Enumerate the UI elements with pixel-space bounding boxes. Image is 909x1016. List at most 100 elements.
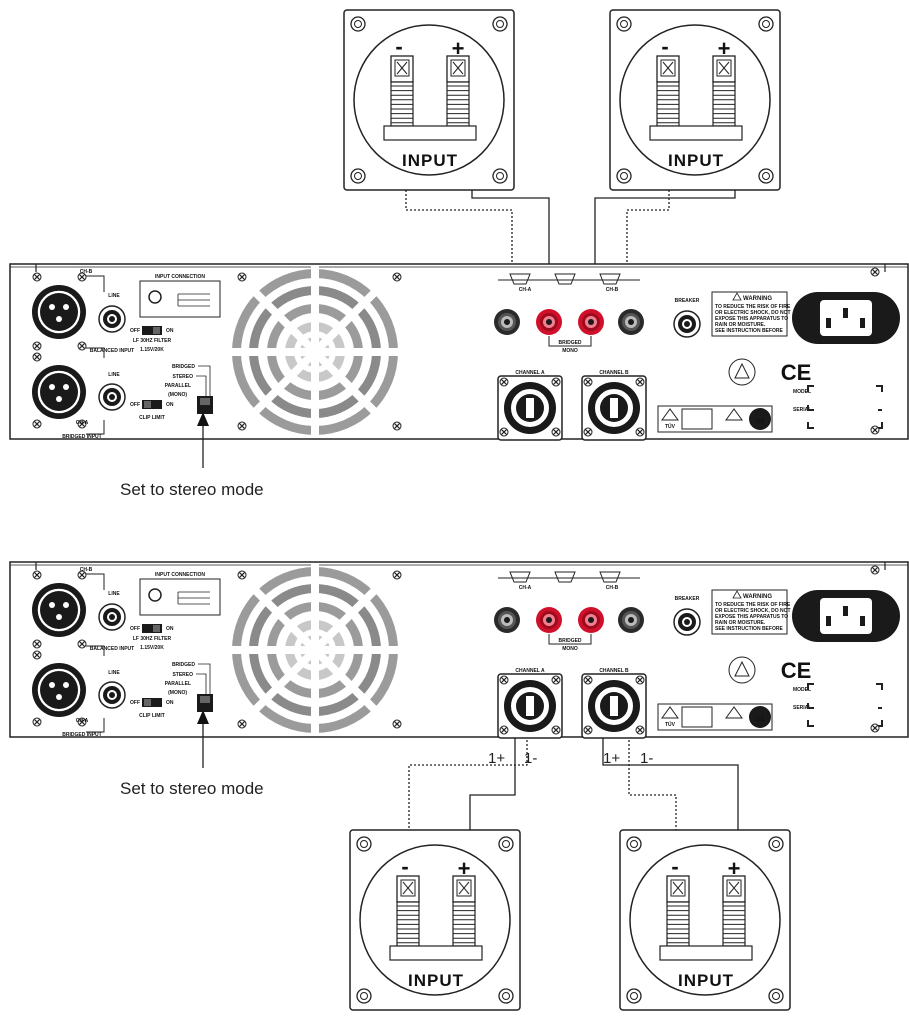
ce-mark: CE [781, 658, 812, 683]
clip-off-label: OFF [130, 402, 140, 408]
arrow-top-head-icon [197, 412, 209, 426]
screw-icon [237, 719, 247, 729]
terminal-plus-body [722, 901, 746, 947]
breaker-icon [673, 608, 701, 636]
screw-icon [635, 725, 645, 735]
speaker-minus-label: - [661, 34, 668, 59]
power-pin [826, 616, 831, 626]
speakers-layer: -+INPUT-+INPUT-+INPUT-+INPUT [343, 9, 791, 1011]
output-ch-b-label: CH-B [606, 287, 619, 293]
emc-badge-icon [681, 706, 713, 728]
terminal-plus-screw-cross [452, 61, 464, 75]
gs-label: GS [756, 717, 765, 723]
screw-icon [499, 427, 509, 437]
jack-line-ch-b-icon [98, 305, 126, 333]
mode-stereo-label: STEREO [172, 374, 193, 380]
clip-off-label: OFF [130, 700, 140, 706]
tuv-label: TÜV [665, 423, 676, 430]
power-pin [843, 606, 848, 616]
warning-text-line: SEE INSTRUCTION BEFORE [715, 626, 783, 632]
warning-frame [711, 589, 788, 635]
bridged-label: BRIDGED [558, 638, 581, 644]
ch-a-label: CH-A [76, 420, 89, 426]
lf-off-label: OFF [130, 626, 140, 632]
fan-icon [229, 564, 401, 736]
channel-a-label: CHANNEL A [515, 668, 545, 674]
bridged-label: BRIDGED [558, 340, 581, 346]
screw-icon [551, 377, 561, 387]
terminal-plus-body [446, 81, 470, 127]
wire-label-b-plus: 1+ [603, 750, 620, 767]
screw-icon [32, 639, 42, 649]
mount-hole-inner-icon [354, 20, 362, 28]
fan-icon [229, 266, 401, 438]
binding-post-black-a-icon [494, 309, 520, 335]
bridged-bracket [548, 336, 592, 347]
mode-stereo-label: STEREO [172, 672, 193, 678]
sensitivity-label: 1.15V/20K [140, 347, 164, 353]
screw-icon [237, 421, 247, 431]
terminal-minus-screw-cross [396, 61, 408, 75]
screw-icon [635, 427, 645, 437]
ch-a-label: CH-A [76, 718, 89, 724]
output-ch-b-label: CH-B [606, 585, 619, 591]
screw-icon [499, 675, 509, 685]
speaker-plus-label: + [728, 856, 741, 881]
warning-title: WARNING [743, 296, 772, 302]
mode-switch-knob [200, 398, 210, 405]
warning-text-line: OR ELECTRIC SHOCK, DO NOT [715, 310, 791, 316]
screw-icon [77, 639, 87, 649]
mode-bridged-label: BRIDGED [172, 364, 195, 370]
lf-on-label: ON [166, 626, 174, 632]
screw-icon [392, 570, 402, 580]
line-label-top: LINE [108, 293, 120, 299]
cert-triangle-icon [734, 362, 750, 379]
warning-text-line: TO REDUCE THE RISK OF FIRE [715, 602, 791, 608]
bridged-bracket [548, 634, 592, 645]
terminal-plus-body [712, 81, 736, 127]
speaker-minus-label: - [395, 34, 402, 59]
terminal-minus-body [390, 81, 414, 127]
model-serial-brackets [807, 683, 883, 727]
terminal-minus-body [656, 81, 680, 127]
mono-label: MONO [562, 348, 578, 354]
binding-post-black-b-icon [618, 607, 644, 633]
screw-icon [392, 719, 402, 729]
speaker-plus-label: + [452, 36, 465, 61]
screw-icon [583, 427, 593, 437]
terminal-minus-screw-cross [662, 61, 674, 75]
mount-hole-inner-icon [772, 992, 780, 1000]
terminal-plus-screw-cross [728, 881, 740, 895]
terminal-base [383, 125, 477, 141]
terminal-plus-body [452, 901, 476, 947]
screw-icon [635, 377, 645, 387]
mode-parallel-label: PARALLEL [165, 383, 191, 389]
xlr-bracket [86, 573, 105, 733]
output-ch-a-label: CH-A [519, 287, 532, 293]
screw-icon [499, 377, 509, 387]
xlr-input-ch-a-icon [31, 662, 87, 718]
screw-icon [32, 341, 42, 351]
power-pin [826, 318, 831, 328]
lf-filter-knob [153, 625, 160, 632]
warning-text-line: SEE INSTRUCTION BEFORE [715, 328, 783, 334]
wire-spk4-plus [602, 720, 739, 890]
screw-icon [237, 272, 247, 282]
speaker-input-label: INPUT [668, 151, 724, 170]
terminal-plus-screw-cross [718, 61, 730, 75]
screw-icon [32, 570, 42, 580]
model-serial-brackets [807, 385, 883, 429]
line-label-top: LINE [108, 591, 120, 597]
mount-hole-inner-icon [502, 992, 510, 1000]
warning-triangle-icon [732, 292, 742, 301]
screw-icon [392, 272, 402, 282]
clip-limit-switch [142, 400, 162, 409]
screw-icon [635, 675, 645, 685]
speaker-bottom-left: -+INPUT [349, 829, 521, 1011]
channel-a-label: CHANNEL A [515, 370, 545, 376]
breaker-label: BREAKER [675, 596, 700, 602]
balanced-input-label: BALANCED INPUT [90, 348, 134, 354]
screw-icon [77, 341, 87, 351]
binding-post-black-b-icon [618, 309, 644, 335]
